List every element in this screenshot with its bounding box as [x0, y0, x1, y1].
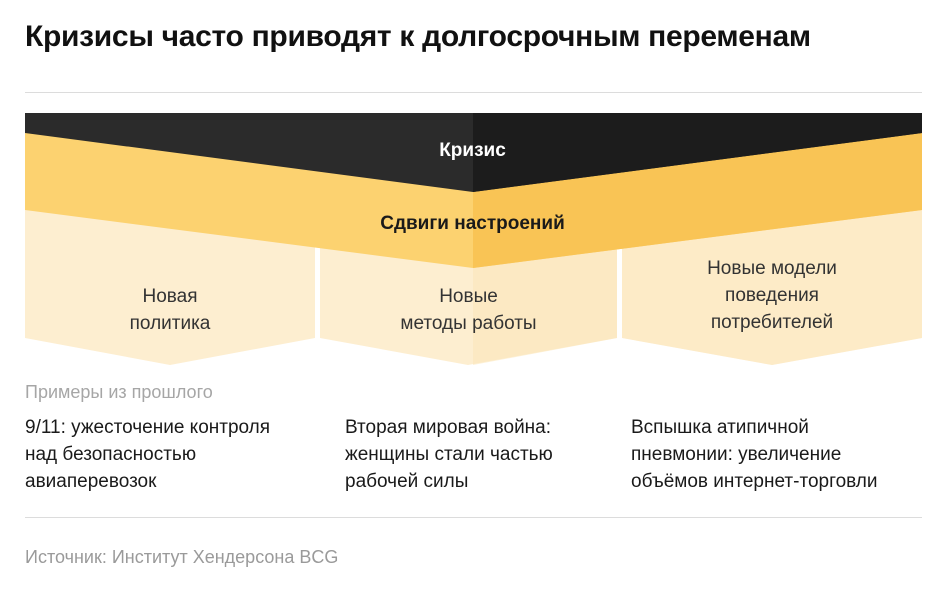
example-line: Вторая мировая война:: [345, 417, 552, 438]
outcome-work-line: методы работы: [400, 313, 537, 334]
outcome-consumers-label: Новые модели поведения потребителей: [622, 255, 922, 336]
outcome-work-line: Новые: [439, 286, 498, 307]
example-item: 9/11: ужесточение контроля над безопасно…: [25, 414, 270, 495]
example-line: объёмов интернет-торговли: [631, 471, 878, 492]
outcome-consumers-line: поведения: [725, 285, 819, 306]
page-title: Кризисы часто приводят к долгосрочным пе…: [25, 20, 811, 53]
crisis-label: Кризис: [439, 140, 506, 161]
sentiment-shift-label: Сдвиги настроений: [380, 213, 565, 234]
example-line: женщины стали частью: [345, 444, 553, 465]
example-item: Вторая мировая война: женщины стали част…: [345, 414, 553, 495]
example-item: Вспышка атипичной пневмонии: увеличение …: [631, 414, 878, 495]
outcome-work-label: Новые методы работы: [320, 283, 617, 337]
example-line: рабочей силы: [345, 471, 469, 492]
outcome-band-shade-right: [622, 210, 922, 365]
outcome-policy-line: политика: [129, 313, 211, 334]
example-line: 9/11: ужесточение контроля: [25, 417, 271, 438]
top-divider: [25, 92, 922, 93]
examples-heading: Примеры из прошлого: [25, 382, 213, 402]
outcome-band-policy: [25, 210, 315, 365]
outcome-policy-label: Новая политика: [25, 283, 315, 337]
source-note: Источник: Институт Хендерсона BCG: [25, 547, 339, 567]
outcome-policy-line: Новая: [142, 286, 198, 307]
bottom-divider: [25, 517, 922, 518]
crisis-band-shade: [473, 113, 922, 192]
outcome-consumers-line: потребителей: [710, 312, 834, 333]
example-line: пневмонии: увеличение: [631, 444, 842, 465]
example-line: Вспышка атипичной: [631, 417, 809, 438]
crisis-funnel-diagram: [25, 113, 922, 365]
example-line: авиаперевозок: [25, 471, 157, 492]
outcome-band-consumers: [622, 210, 922, 365]
outcome-consumers-line: Новые модели: [707, 258, 837, 279]
example-line: над безопасностью: [25, 444, 197, 465]
